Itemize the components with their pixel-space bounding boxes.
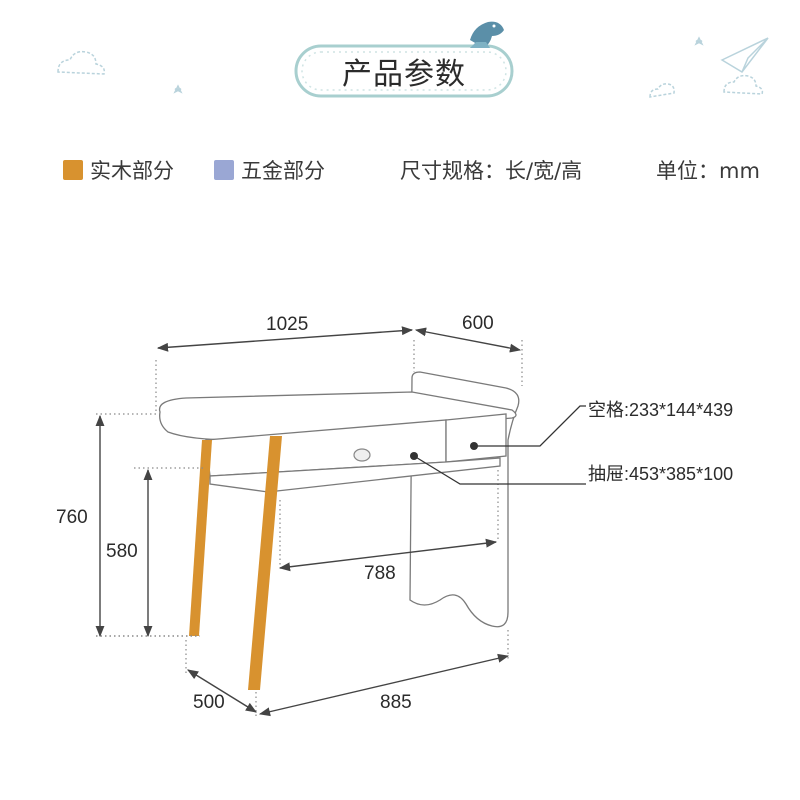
dim-line-base-length [258,653,510,717]
dim-shelf-height: 580 [106,541,138,562]
unit-label: 单位：mm [656,159,760,183]
front-left-leg [189,440,212,636]
header-doodles [57,21,769,98]
star-icon [173,36,704,94]
solid-wood-swatch [63,160,83,180]
legend-solid-wood: 实木部分 [63,155,174,185]
shelf [209,457,501,493]
page-title: 产品参数 [342,57,466,92]
legend-hardware-label: 五金部分 [241,159,325,183]
hardware-swatch [214,160,234,180]
cubby-leader-dot [470,442,478,450]
dim-base-depth: 500 [193,692,225,713]
front-right-leg [248,436,282,690]
dinosaur-icon [470,21,504,48]
dim-line-top-length [156,326,414,352]
drawer-callout: 抽屉:453*385*100 [588,464,734,484]
dim-line-top-width [414,327,522,353]
drawer-leader-dot [410,452,418,460]
cubby-callout: 空格:233*144*439 [588,400,734,420]
dim-line-base-depth [187,669,257,713]
title-frame [294,44,514,98]
dim-total-height: 760 [56,507,88,528]
paper-plane-icon [720,37,769,73]
dim-top-length: 1025 [266,314,309,335]
dim-inner-span: 788 [364,563,396,584]
legend-solid-wood-label: 实木部分 [90,159,174,183]
dim-top-width: 600 [462,313,494,334]
drawer-leader [413,455,586,485]
cubby [445,413,507,463]
dim-line-inner-span [278,538,498,572]
dim-base-length: 885 [380,692,412,713]
drawer-knob [353,448,371,462]
size-spec: 尺寸规格：长/宽/高 [400,159,583,183]
title-banner: 产品参数 [292,40,516,102]
legend-hardware: 五金部分 [214,155,325,185]
cubby-leader [474,405,586,447]
cloud-icon [57,50,764,98]
